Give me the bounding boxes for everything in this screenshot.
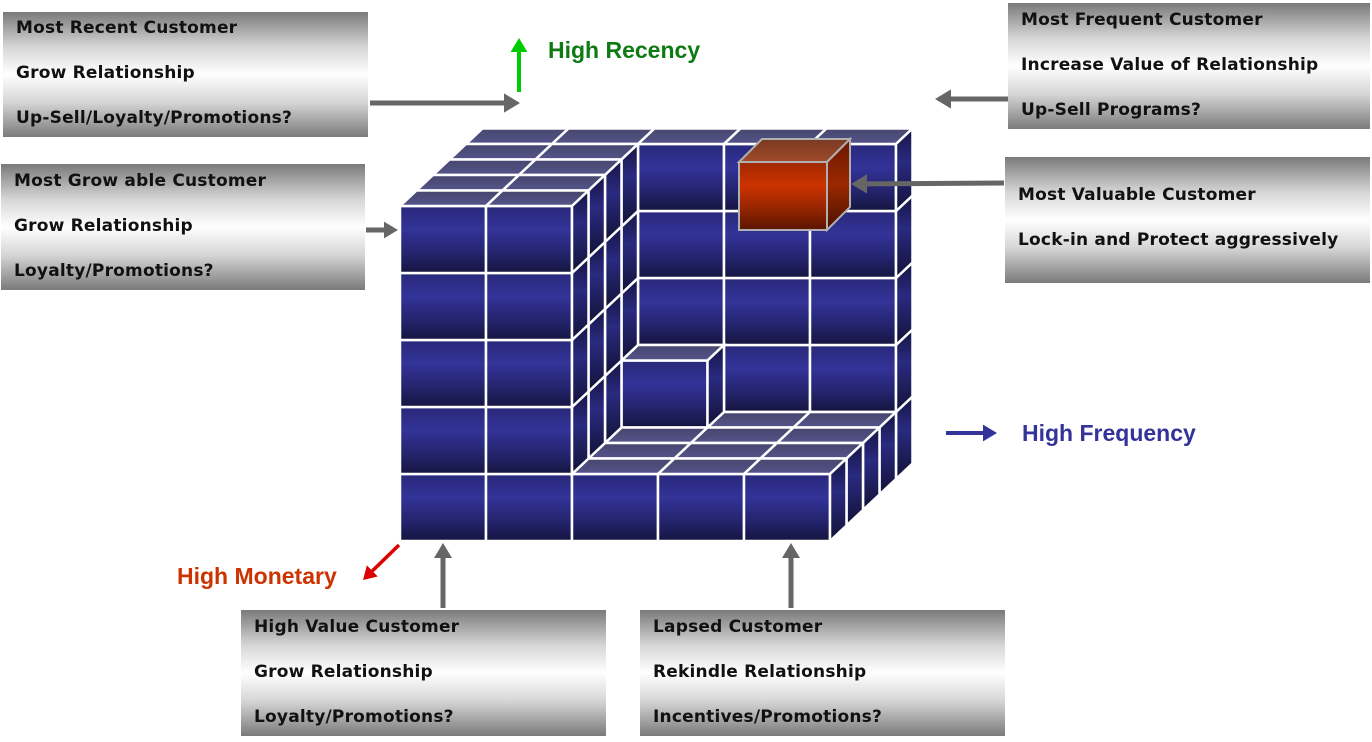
cube-front-face — [398, 204, 488, 275]
monetary-arrow-icon — [363, 543, 401, 580]
connector-most-frequent-arrow-icon — [935, 89, 1008, 109]
cube-cell — [482, 187, 592, 276]
callout-title: Most Frequent Customer — [1021, 10, 1263, 30]
cube-cell — [618, 342, 728, 431]
cube-cell — [636, 276, 726, 347]
cube-cell — [398, 271, 488, 342]
cube-cell — [636, 209, 726, 280]
cube-cell — [398, 338, 488, 409]
cube-front-face — [620, 359, 709, 429]
recency-arrow-icon — [510, 38, 528, 92]
axis-label-monetary: High Monetary — [177, 563, 337, 589]
cube-front-face — [570, 472, 660, 543]
cube-front-face — [808, 276, 898, 347]
callout-most-growable-customer: Most Grow able Customer Grow Relationshi… — [1, 164, 365, 290]
connector-most-growable-arrow-icon — [366, 221, 398, 239]
callout-most-frequent-customer: Most Frequent Customer Increase Value of… — [1008, 3, 1370, 129]
cube-side-face — [861, 424, 881, 513]
callout-most-recent-customer: Most Recent Customer Grow Relationship U… — [3, 12, 368, 137]
cube-front-face — [484, 338, 574, 409]
cube-front-face — [484, 271, 574, 342]
cube-front-face — [484, 204, 574, 275]
axis-label-frequency: High Frequency — [1022, 420, 1196, 446]
cube-cell — [722, 276, 812, 347]
connector-arrows — [363, 38, 1008, 608]
callout-tactic: Up-Sell Programs? — [1021, 100, 1202, 120]
cube-front-face — [636, 276, 726, 347]
connector-lapsed-arrow-icon — [782, 543, 800, 608]
most-valuable-highlight-cube — [736, 136, 853, 233]
callout-most-valuable-customer: Most Valuable Customer Lock-in and Prote… — [1005, 157, 1370, 283]
cube-front-face — [636, 142, 726, 213]
cube-front-face — [636, 209, 726, 280]
callout-title: Most Grow able Customer — [14, 171, 267, 191]
cube-side-face — [706, 342, 726, 431]
callout-action: Grow Relationship — [254, 662, 433, 682]
cube-cell — [484, 388, 590, 477]
cube-front-face — [742, 472, 832, 543]
connector-most-valuable-arrow-icon — [851, 174, 1005, 194]
cube-side-face — [570, 187, 590, 276]
cube-side-face — [828, 455, 848, 544]
cube-side-face — [845, 440, 865, 529]
cube-cell — [722, 343, 812, 414]
cube-side-face — [587, 172, 607, 261]
callout-action: Grow Relationship — [16, 63, 195, 83]
cube-cell — [773, 424, 883, 513]
callout-title: Lapsed Customer — [653, 617, 823, 637]
cube-front-face — [398, 472, 488, 543]
cube-stack — [396, 125, 916, 544]
callout-title: Most Recent Customer — [16, 18, 238, 38]
callout-action: Grow Relationship — [14, 216, 193, 236]
cube-cell — [740, 455, 850, 544]
cube-cell — [634, 127, 744, 213]
callout-action: Rekindle Relationship — [653, 662, 867, 682]
cube-side-face — [878, 409, 898, 498]
cube-cell — [398, 405, 488, 476]
callout-tactic: Loyalty/Promotions? — [14, 261, 214, 281]
axis-label-recency: High Recency — [548, 37, 701, 63]
callout-title: High Value Customer — [254, 617, 460, 637]
cube-side-face — [894, 125, 914, 214]
callout-tactic: Incentives/Promotions? — [653, 707, 883, 727]
cube-front-face — [398, 405, 488, 476]
callout-lapsed-customer: Lapsed Customer Rekindle Relationship In… — [640, 610, 1005, 736]
cube-cell — [398, 472, 488, 543]
callout-action: Increase Value of Relationship — [1021, 55, 1319, 75]
callout-high-value-customer: High Value Customer Grow Relationship Lo… — [241, 610, 606, 736]
cube-front-face — [398, 338, 488, 409]
callout-action: Lock-in and Protect aggressively — [1018, 230, 1339, 250]
cube-cell — [484, 254, 590, 343]
cube-front-face — [484, 472, 574, 543]
callout-tactic: Loyalty/Promotions? — [254, 707, 454, 727]
connector-high-value-arrow-icon — [434, 543, 452, 608]
cube-front-face — [722, 343, 812, 414]
cube-cell — [484, 472, 574, 543]
callout-title: Most Valuable Customer — [1018, 185, 1256, 205]
cube-front-face — [722, 276, 812, 347]
callout-tactic: Up-Sell/Loyalty/Promotions? — [16, 108, 293, 128]
cube-side-face — [603, 156, 623, 245]
cube-cell — [396, 189, 506, 275]
cube-front-face — [808, 343, 898, 414]
frequency-arrow-icon — [946, 424, 997, 442]
cube-front-face — [484, 405, 574, 476]
cube-side-face — [620, 141, 640, 230]
highlight-cube-front — [738, 161, 828, 231]
connector-most-recent-arrow-icon — [370, 93, 520, 113]
cube-front-face — [398, 271, 488, 342]
cube-cell — [654, 457, 764, 543]
cube-front-face — [656, 472, 746, 543]
cube-cell — [532, 141, 642, 230]
